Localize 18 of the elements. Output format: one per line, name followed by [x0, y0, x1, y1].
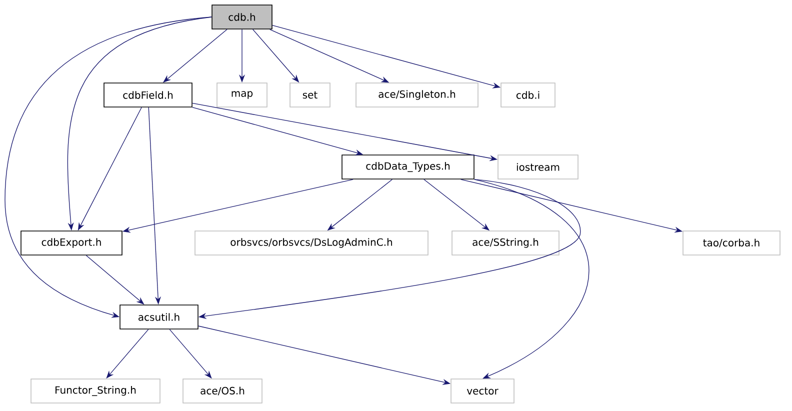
file-box: cdbData_Types.h: [342, 154, 474, 180]
file-box: map: [216, 82, 268, 108]
file-box: acsutil.h: [120, 304, 198, 330]
header-box: cdb.h: [212, 4, 272, 30]
file-box: cdbField.h: [104, 82, 192, 108]
file-box: cdb.i: [500, 82, 556, 108]
file-box: vector: [450, 378, 514, 404]
file-box: set: [290, 82, 330, 108]
file-box: ace/OS.h: [182, 378, 262, 404]
file-box: cdbExport.h: [20, 230, 122, 256]
file-box: Functor_String.h: [30, 378, 160, 404]
file-box: tao/corba.h: [682, 230, 780, 256]
arrow: [474, 179, 590, 379]
file-box: ace/SString.h: [452, 230, 560, 256]
arrow: [4, 16, 212, 318]
file-box: ace/Singleton.h: [356, 82, 478, 108]
file-box: iostream: [498, 154, 578, 180]
file-box: orbsvcs/orbsvcs/DsLogAdminC.h: [194, 230, 428, 256]
